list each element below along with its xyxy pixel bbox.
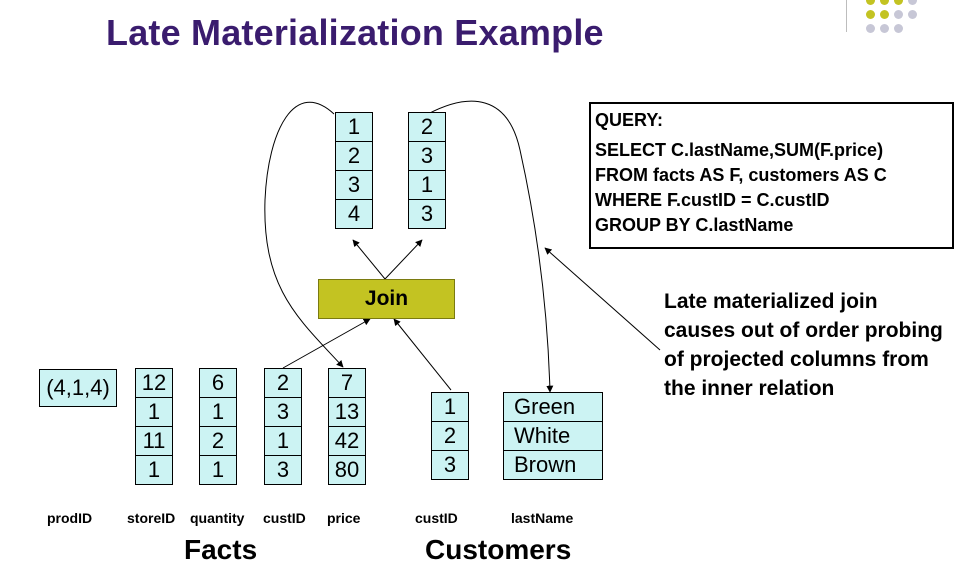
result-column-2: 2 3 1 3 [408,112,446,229]
result-column-1: 1 2 3 4 [335,112,373,229]
column-label-facts-custid: custID [263,510,306,526]
join-operator: Join [318,279,455,319]
facts-cell: 3 [264,455,302,485]
result-cell: 3 [408,141,446,171]
join-to-result-right-arrow [384,239,423,280]
customers-cell: Green [503,392,603,422]
customers-cell: Brown [503,450,603,480]
facts-cell: 1 [135,455,173,485]
facts-custid-to-join-arrow [282,318,371,369]
column-label-storeid: storeID [127,510,176,526]
facts-cell: 13 [328,397,366,427]
result-cell: 4 [335,199,373,229]
result-cell: 3 [335,170,373,200]
facts-cell: 1 [264,426,302,456]
facts-cell: 2 [199,426,237,456]
facts-cell: 1 [199,397,237,427]
result-cell: 1 [408,170,446,200]
join-to-result-left-arrow [352,239,386,280]
query-box: QUERY: SELECT C.lastName,SUM(F.price) FR… [589,102,954,249]
facts-cell: 12 [135,368,173,398]
customers-cell: 3 [431,450,469,480]
customers-group-label: Customers [425,534,572,565]
result-cell: 2 [408,112,446,142]
result-cell: 3 [408,199,446,229]
query-line: FROM facts AS F, customers AS C [595,165,887,185]
column-label-prodid: prodID [47,510,93,526]
column-label-lastname: lastName [511,510,574,526]
result-right-to-lastname-arrow [427,100,554,393]
note-to-query-arrow [544,247,661,351]
customers-cell: 2 [431,421,469,451]
facts-cell: 7 [328,368,366,398]
facts-cell: 11 [135,426,173,456]
customers-lastname-column: Green White Brown [503,392,603,480]
facts-cell: 80 [328,455,366,485]
column-label-price: price [327,510,361,526]
facts-cell: 42 [328,426,366,456]
facts-price-column: 7 13 42 80 [328,368,366,485]
slide-title: Late Materialization Example [106,12,604,53]
facts-custid-column: 2 3 1 3 [264,368,302,485]
customers-cell: 1 [431,392,469,422]
facts-cell: 2 [264,368,302,398]
customers-cell: White [503,421,603,451]
customers-custid-column: 1 2 3 [431,392,469,480]
query-line: SELECT C.lastName,SUM(F.price) [595,140,884,160]
prodid-tuple: (4,1,4) [39,369,117,407]
facts-storeid-column: 12 1 11 1 [135,368,173,485]
facts-cell: 1 [135,397,173,427]
result-cell: 2 [335,141,373,171]
divider-line [846,0,847,32]
customers-custid-to-join-arrow [393,318,452,391]
query-heading: QUERY: [595,110,664,130]
facts-quantity-column: 6 1 2 1 [199,368,237,485]
result-cell: 1 [335,112,373,142]
explanation-note: Late materialized join causes out of ord… [664,290,943,400]
column-label-quantity: quantity [190,510,245,526]
facts-cell: 3 [264,397,302,427]
facts-group-label: Facts [184,534,258,565]
facts-cell: 6 [199,368,237,398]
column-label-customers-custid: custID [415,510,458,526]
query-line: WHERE F.custID = C.custID [595,190,830,210]
query-line: GROUP BY C.lastName [595,215,794,235]
facts-cell: 1 [199,455,237,485]
result-left-to-price-arrow [264,101,344,368]
